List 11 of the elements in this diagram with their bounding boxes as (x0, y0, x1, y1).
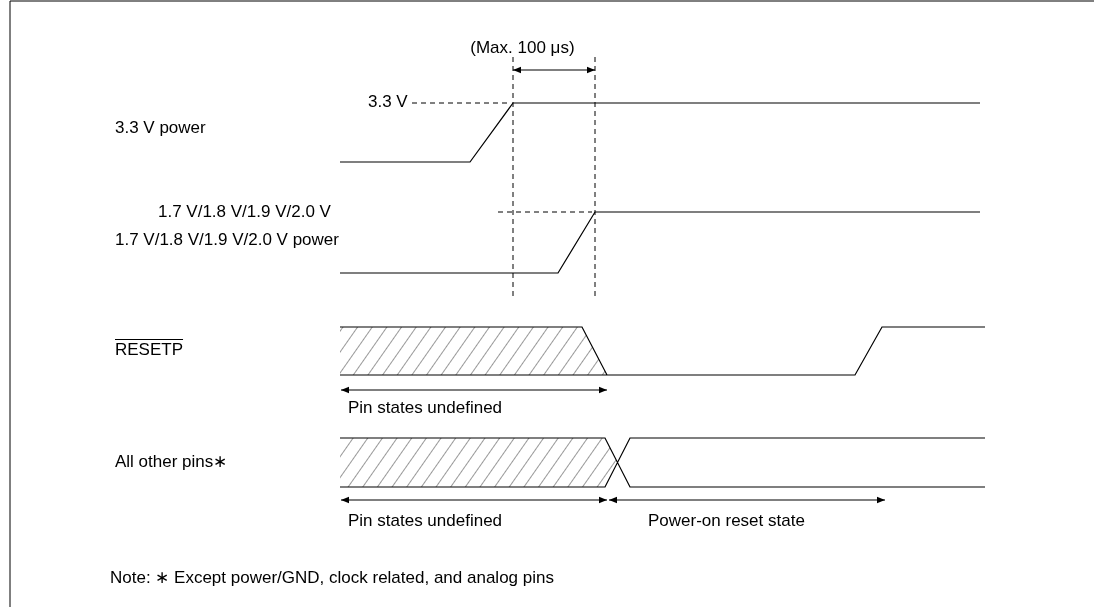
signal-name: 1.7 V/1.8 V/1.9 V/2.0 V power (115, 230, 339, 250)
timing-note: (Max. 100 μs) (470, 38, 575, 58)
voltage-level: 1.7 V/1.8 V/1.9 V/2.0 V (158, 202, 331, 222)
state-label: Power-on reset state (648, 511, 805, 531)
signal-name: RESETP (115, 340, 184, 360)
state-label: Pin states undefined (348, 398, 503, 418)
footnote: Note: ∗ Except power/GND, clock related, and analog pins (110, 568, 554, 588)
voltage-level: 3.3 V (368, 92, 408, 112)
signal-name: All other pins∗ (115, 452, 228, 472)
state-label: Pin states undefined (348, 511, 503, 531)
signal-name: 3.3 V power (115, 118, 206, 138)
